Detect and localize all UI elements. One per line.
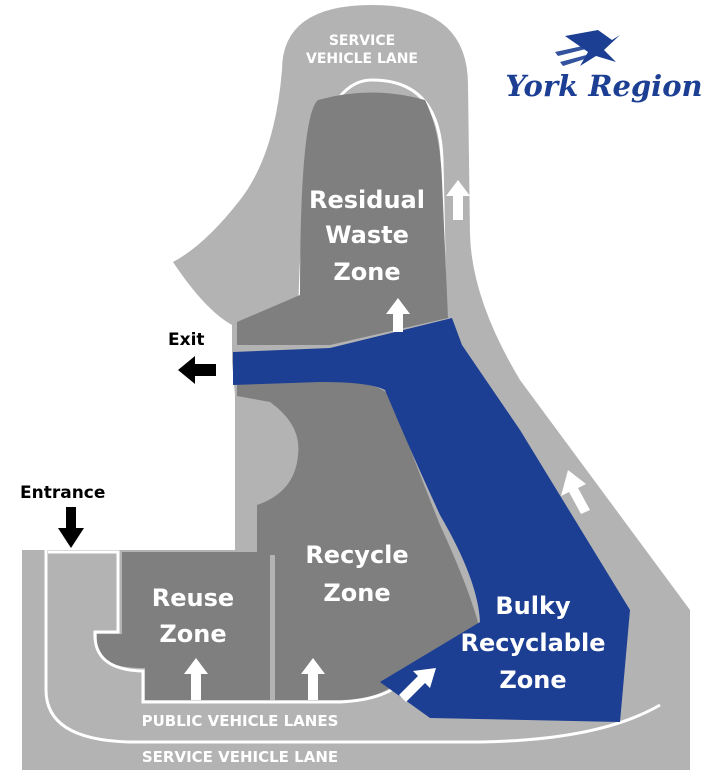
up-arrow-icon: [386, 298, 410, 332]
residual-zone-label-1: Residual: [309, 186, 425, 214]
up-arrow-icon: [184, 658, 208, 700]
service-lane-bottom-label: SERVICE VEHICLE LANE: [142, 748, 338, 766]
star-bird-icon: [555, 30, 620, 66]
up-arrow-icon: [561, 470, 590, 514]
lane-divider: [44, 550, 661, 744]
entrance-label: Entrance: [20, 483, 105, 503]
entrance-arrow-icon: [58, 507, 84, 548]
public-lane-line: [48, 550, 471, 704]
residual-zone-label-2: Waste: [325, 221, 409, 249]
public-lanes-label: PUBLIC VEHICLE LANES: [142, 712, 339, 730]
bulky-zone-label-2: Recyclable: [461, 629, 606, 657]
up-arrow-icon: [446, 180, 470, 220]
reuse-zone-label-2: Zone: [159, 620, 226, 648]
reuse-zone: [97, 552, 270, 700]
exit-arrow-icon: [178, 356, 216, 384]
bulky-zone-label-1: Bulky: [495, 592, 571, 620]
up-arrow-icon: [301, 658, 325, 700]
diagonal-arrow-icon: [399, 668, 436, 702]
bulky-recyclable-zone: [233, 318, 630, 722]
recycle-zone: [237, 380, 480, 700]
residual-zone-label-3: Zone: [333, 258, 400, 286]
service-lane-top-label-2: VEHICLE LANE: [306, 51, 418, 67]
bulky-zone-label-3: Zone: [499, 666, 566, 694]
recycle-zone-label-2: Zone: [323, 579, 390, 607]
service-lane-top-label-1: SERVICE: [329, 33, 395, 49]
exit-label: Exit: [168, 330, 205, 350]
recycle-zone-label-1: Recycle: [305, 541, 408, 569]
york-region-logo: York Region: [505, 30, 702, 103]
reuse-zone-label-1: Reuse: [152, 584, 234, 612]
residual-waste-zone: [237, 92, 448, 345]
logo-text: York Region: [505, 69, 702, 103]
